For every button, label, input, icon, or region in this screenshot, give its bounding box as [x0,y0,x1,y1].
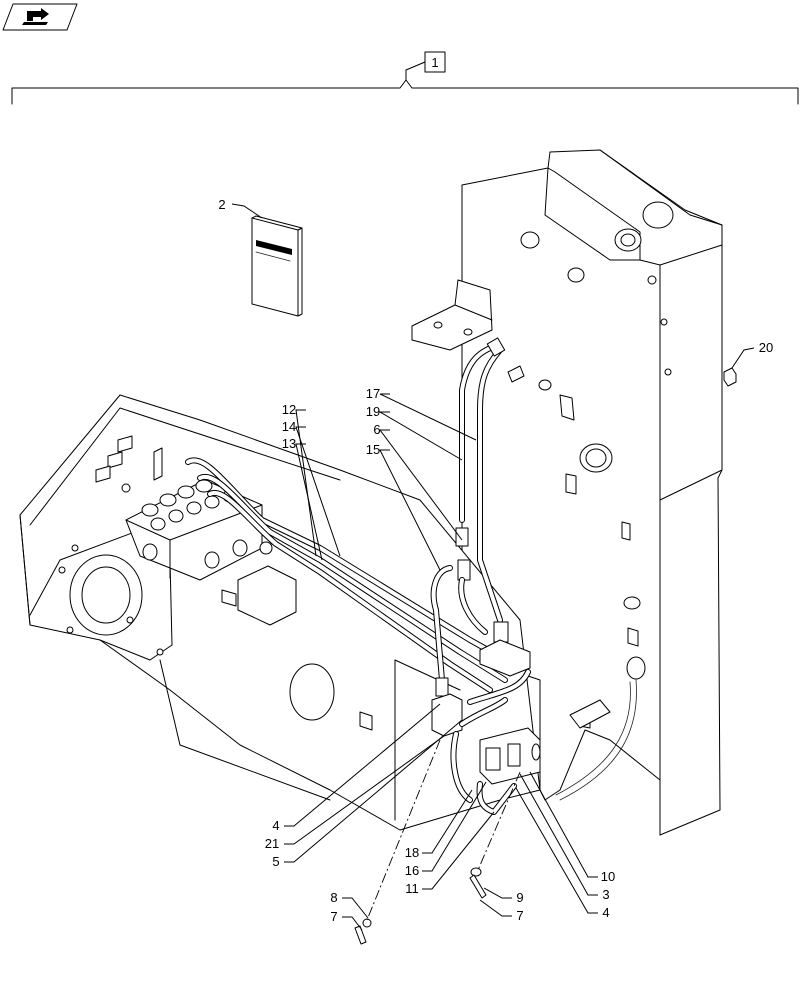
control-valve [95,435,273,581]
callout-7-left: 7 [330,909,337,924]
callout-10: 10 [601,869,615,884]
callout-11: 11 [405,881,419,896]
callout-6: 6 [373,422,380,437]
next-page-arrow-icon [22,8,49,25]
callout-labels: 2 20 12 14 13 17 19 6 15 4 21 5 18 16 11… [218,197,773,924]
callout-14: 14 [282,419,296,434]
callout-19: 19 [366,404,380,419]
callout-4-right: 4 [602,905,609,920]
hose-15 [430,565,453,697]
next-page-button[interactable] [2,3,78,31]
callout-20: 20 [759,340,773,355]
callout-17: 17 [366,386,380,401]
callout-15: 15 [366,442,380,457]
tower-hoses [455,337,531,677]
assembly-bracket: 1 [11,51,799,105]
operator-manual [251,215,303,317]
callout-2: 2 [218,197,225,212]
hydraulic-tubes [185,457,523,693]
callout-16: 16 [405,863,419,878]
callout-4-left: 4 [272,818,279,833]
callout-9: 9 [516,890,523,905]
leader-lines [231,203,755,931]
callout-7-right: 7 [516,908,523,923]
callout-5: 5 [272,854,279,869]
mounting-bracket [411,279,493,351]
callout-21: 21 [265,836,279,851]
nut-20 [723,367,737,387]
auxiliary-valve [354,669,541,945]
callout-13: 13 [282,436,296,451]
callout-3: 3 [602,887,609,902]
callout-18: 18 [405,845,419,860]
assembly-number: 1 [431,55,438,70]
callout-12: 12 [282,402,296,417]
callout-8: 8 [330,890,337,905]
